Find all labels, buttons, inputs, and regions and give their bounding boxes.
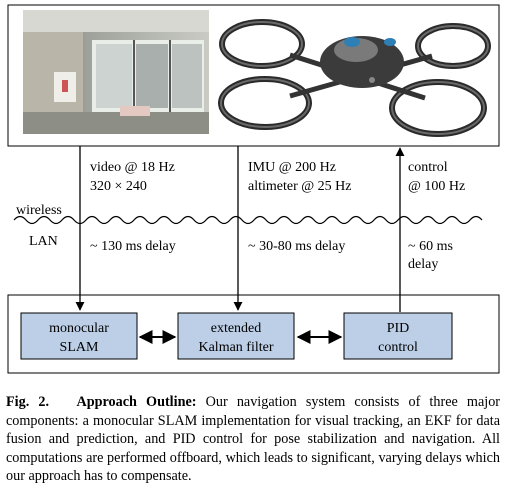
ekf-module-line-1: extended xyxy=(211,321,262,336)
lan-label: LAN xyxy=(29,234,58,249)
imu-stream-line-1: IMU @ 200 Hz xyxy=(248,160,336,175)
control-delay-line-2: delay xyxy=(408,257,438,272)
wireless-label: wireless xyxy=(16,203,62,218)
pid-module: PID control xyxy=(343,312,453,360)
video-stream-line-2: 320 × 240 xyxy=(90,179,147,194)
pid-module-line-1: PID xyxy=(387,321,410,336)
video-stream-line-1: video @ 18 Hz xyxy=(90,160,175,175)
figure-caption: Fig. 2. Approach Outline: Our navigation… xyxy=(6,393,500,486)
control-delay-line-1: ~ 60 ms xyxy=(408,239,453,254)
figure-number: Fig. 2. xyxy=(6,394,50,410)
imu-stream-line-2: altimeter @ 25 Hz xyxy=(248,179,351,194)
slam-module-line-1: monocular xyxy=(49,321,109,336)
ekf-module-line-2: Kalman filter xyxy=(198,340,273,355)
ekf-module: extended Kalman filter xyxy=(177,312,295,360)
caption-title: Approach Outline: xyxy=(76,394,197,410)
room-photo-icon xyxy=(23,10,209,134)
caption-text: Our navigation system consists of three … xyxy=(6,394,501,485)
slam-module: monocular SLAM xyxy=(20,312,138,360)
approach-outline-figure: wireless LAN video @ 18 Hz 320 × 240 ~ 1… xyxy=(7,4,500,374)
wireless-link-wave xyxy=(13,215,483,225)
pid-module-line-2: control xyxy=(378,340,418,355)
offboard-frame xyxy=(7,294,500,374)
control-stream-line-2: @ 100 Hz xyxy=(408,179,465,194)
imu-delay: ~ 30-80 ms delay xyxy=(248,239,345,254)
control-stream-line-1: control xyxy=(408,160,448,175)
quadrocopter-photo-icon xyxy=(218,19,491,137)
video-delay: ~ 130 ms delay xyxy=(90,239,176,254)
slam-module-line-2: SLAM xyxy=(60,340,99,355)
